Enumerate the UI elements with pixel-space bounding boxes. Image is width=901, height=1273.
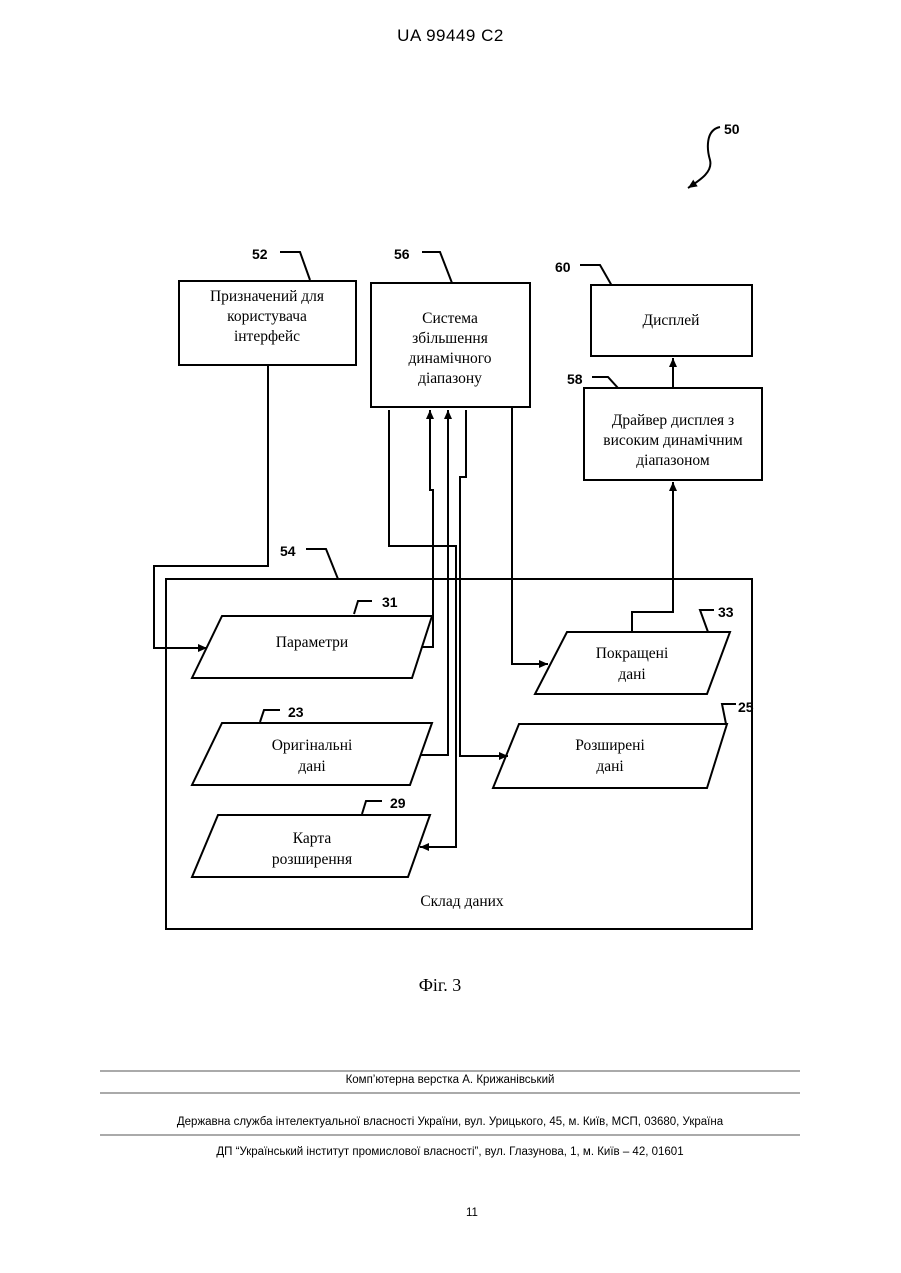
ui-to-parameters-line (154, 365, 268, 648)
ref-label-system: 50 (724, 121, 740, 137)
ref-label-ui: 52 (252, 246, 268, 262)
ref-25-leader (722, 704, 736, 724)
footer-institute-address: ДП “Український інститут промислової вла… (216, 1146, 683, 1158)
display-block-label: Дисплей (643, 312, 700, 329)
extended-data-line-2: дані (596, 758, 624, 775)
ref-label-store: 54 (280, 543, 296, 559)
ref-label-driver: 58 (567, 371, 583, 387)
ref-58-leader (592, 377, 618, 388)
ref-52-leader (280, 252, 310, 280)
ref-23-leader (260, 710, 280, 722)
original-data (192, 723, 432, 785)
dre-block-line-2: збільшення (412, 330, 488, 347)
page-number: 11 (466, 1207, 478, 1219)
ref-54-leader (306, 549, 338, 579)
dre-to-extended-line (460, 410, 508, 756)
extension-map-line-1: Карта (293, 830, 332, 847)
parameters-to-dre-line (422, 410, 433, 647)
ref-label-display: 60 (555, 259, 571, 275)
ref-50-arrow (688, 127, 720, 188)
ref-label-dre: 56 (394, 246, 410, 262)
original-to-dre-line (421, 410, 448, 755)
enhanced-data-line-2: дані (618, 666, 646, 683)
enhanced-data (535, 632, 730, 694)
footer-typesetter: Комп’ютерна верстка А. Крижанівський (346, 1074, 555, 1086)
ref-label-map: 29 (390, 795, 406, 811)
driver-block-line-2: високим динамічним (603, 432, 743, 449)
ref-label-enhanced: 33 (718, 604, 734, 620)
dre-block-line-4: діапазону (418, 370, 482, 387)
ui-block-line-1: Призначений для (210, 288, 324, 305)
ref-label-extended: 25 (738, 699, 754, 715)
ref-29-leader (362, 801, 382, 814)
ref-31-leader (354, 601, 372, 614)
ref-60-leader (580, 265, 612, 286)
ref-56-leader (422, 252, 452, 283)
driver-block-line-1: Драйвер дисплея з (612, 412, 734, 429)
original-data-line-1: Оригінальні (272, 737, 353, 754)
enhanced-to-driver-line (632, 482, 673, 632)
dre-block-line-1: Система (422, 310, 478, 327)
original-data-line-2: дані (298, 758, 326, 775)
ref-33-leader (700, 610, 714, 632)
driver-block-line-3: діапазоном (636, 452, 710, 469)
extension-map-line-2: розширення (272, 851, 352, 868)
dre-block-line-3: динамічного (408, 350, 491, 367)
enhanced-data-line-1: Покращені (596, 645, 669, 662)
figure-caption: Фіг. 3 (419, 975, 462, 995)
footer-office-address: Державна служба інтелектуальної власност… (177, 1116, 724, 1128)
ref-label-params: 31 (382, 594, 398, 610)
ref-label-original: 23 (288, 704, 304, 720)
extended-data (493, 724, 727, 788)
ui-block-line-2: користувача (227, 308, 307, 325)
data-store-label: Склад даних (420, 893, 504, 910)
extended-data-line-1: Розширені (575, 737, 645, 754)
ui-block-line-3: інтерфейс (234, 328, 300, 345)
parameters-label: Параметри (276, 634, 348, 651)
dre-to-enhanced-line (512, 407, 548, 664)
